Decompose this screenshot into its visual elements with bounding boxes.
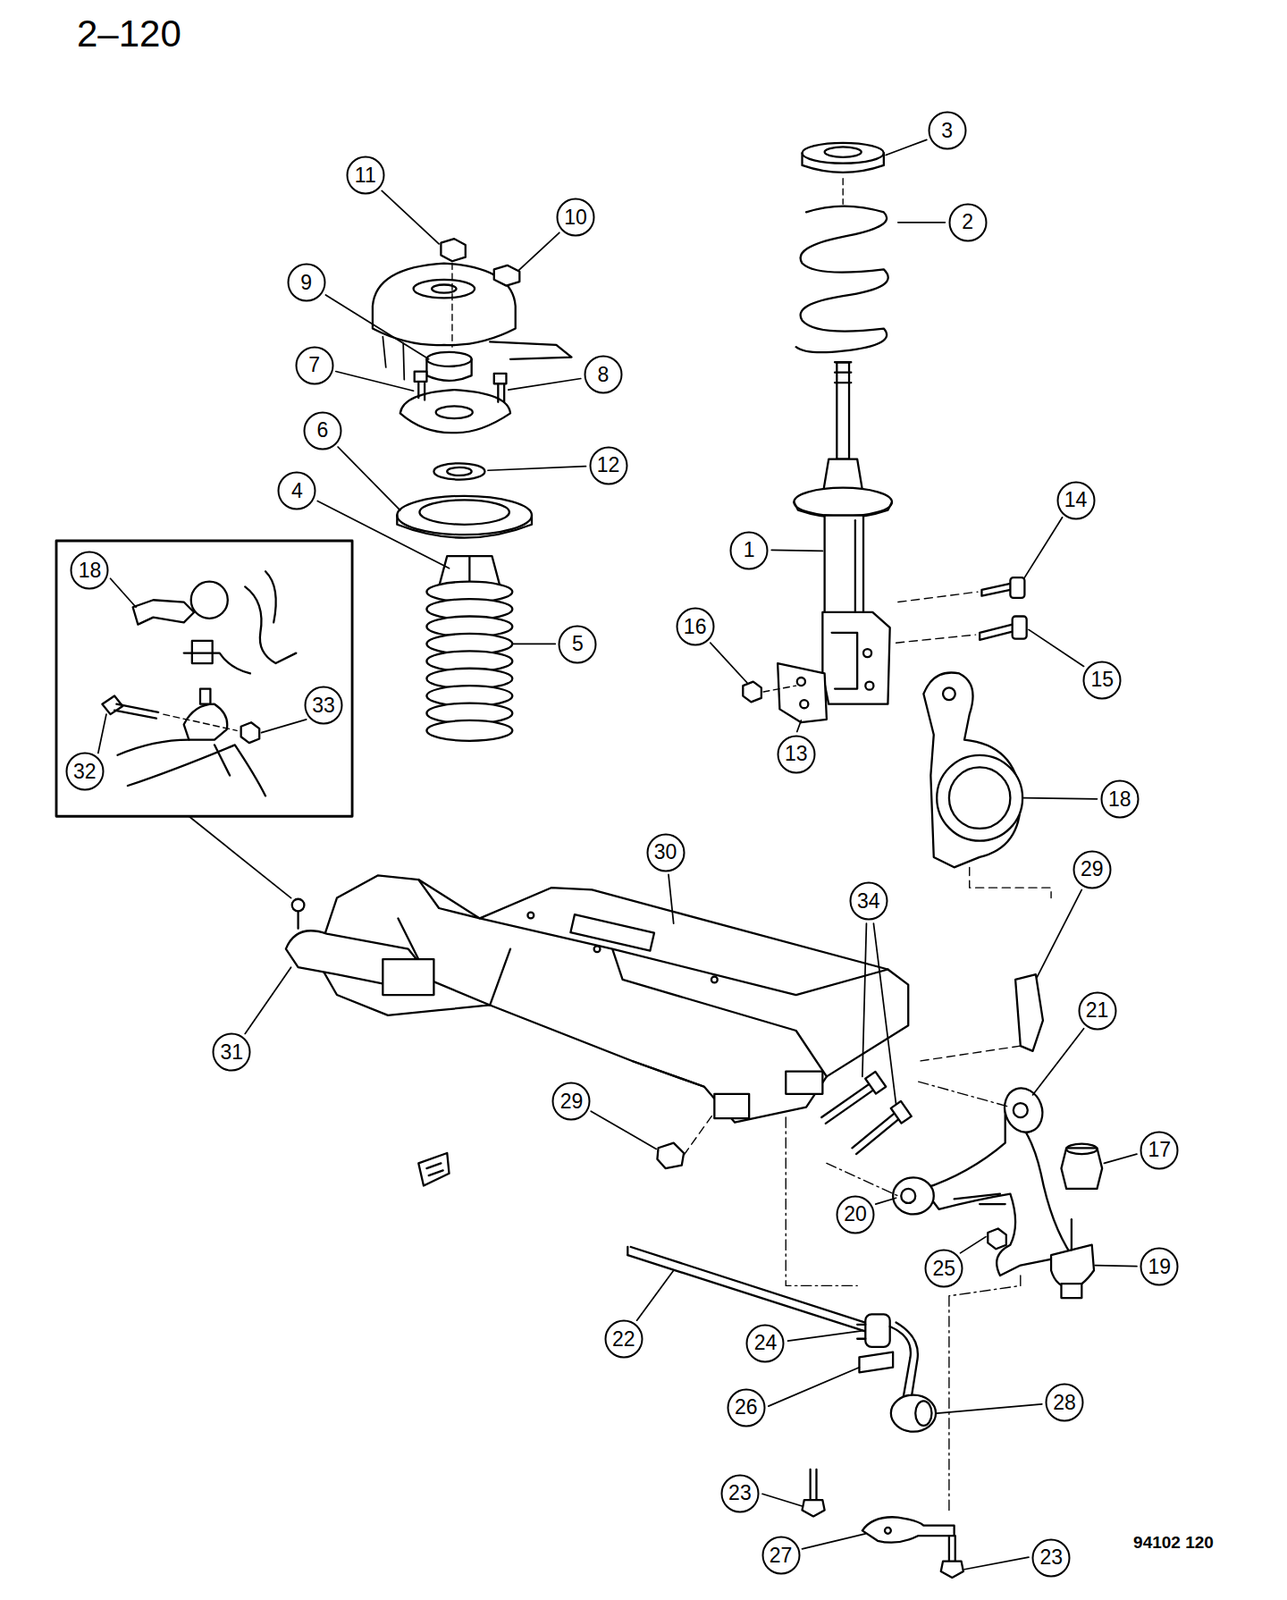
callout-circle: 24 [745, 1323, 785, 1363]
callout-number: 20 [843, 1202, 867, 1227]
callout-number: 18 [1108, 787, 1132, 812]
callout-circle: 27 [761, 1535, 801, 1575]
callout-number: 30 [654, 840, 678, 865]
callout-number: 13 [784, 741, 808, 766]
callout-number: 5 [572, 631, 584, 657]
callout-circle: 14 [1056, 480, 1096, 521]
callout-circle: 22 [604, 1319, 644, 1359]
callout-number: 12 [597, 453, 621, 478]
callout-circle: 9 [286, 262, 327, 303]
callout-circle: 21 [1077, 991, 1118, 1031]
callout-circle: 13 [776, 734, 816, 774]
callout-number: 17 [1147, 1137, 1171, 1162]
callout-number: 2 [961, 210, 974, 235]
callout-number: 31 [219, 1040, 244, 1065]
callout-number: 28 [1052, 1390, 1077, 1415]
callout-circle: 8 [583, 354, 623, 395]
callout-circle: 3 [927, 110, 968, 151]
callout-number: 32 [73, 759, 97, 784]
callout-circle: 15 [1082, 660, 1122, 700]
callout-circle: 7 [294, 345, 335, 386]
callout-number: 29 [560, 1089, 584, 1114]
callout-circle: 19 [1139, 1246, 1179, 1287]
callout-circle: 31 [211, 1032, 252, 1072]
callout-circle: 28 [1044, 1382, 1085, 1422]
callout-number: 16 [683, 614, 707, 640]
callout-circle: 26 [726, 1387, 766, 1428]
callout-circle: 16 [675, 606, 715, 647]
callout-number: 22 [612, 1327, 636, 1352]
callout-circle: 4 [277, 471, 317, 511]
callout-number: 3 [941, 118, 953, 143]
callout-circle: 32 [65, 751, 105, 791]
callout-number: 23 [1039, 1545, 1063, 1570]
figure-code: 94102 120 [1133, 1532, 1214, 1553]
callout-circle: 20 [835, 1194, 875, 1235]
callout-number: 4 [291, 479, 303, 504]
callout-circle: 33 [303, 685, 344, 725]
callout-number: 24 [754, 1330, 778, 1355]
callout-number: 25 [933, 1256, 957, 1281]
callout-circle: 1 [729, 530, 769, 571]
callout-circle: 23 [1031, 1538, 1071, 1578]
callout-number: 29 [1080, 857, 1104, 882]
callout-circle: 5 [557, 624, 598, 665]
callout-number: 15 [1091, 667, 1115, 692]
callout-number: 27 [769, 1543, 793, 1568]
callout-number: 7 [308, 353, 320, 378]
callout-number: 10 [563, 205, 588, 230]
callout-number: 8 [597, 362, 609, 387]
callout-circle: 17 [1139, 1130, 1179, 1170]
callout-circle: 6 [302, 411, 343, 451]
callout-number: 18 [78, 558, 102, 583]
callout-number: 1 [743, 538, 756, 563]
callout-circle: 18 [69, 550, 110, 590]
callout-number: 9 [300, 270, 312, 295]
callout-circle: 10 [555, 197, 596, 237]
callout-number: 14 [1064, 487, 1088, 513]
callout-circle: 29 [551, 1081, 591, 1121]
callout-number: 23 [728, 1480, 752, 1506]
callout-circle: 18 [1100, 779, 1140, 819]
callout-number: 33 [311, 693, 336, 718]
callout-number: 34 [857, 889, 881, 914]
callout-circle: 29 [1072, 849, 1112, 890]
callout-circle: 25 [924, 1248, 964, 1288]
callout-circle: 11 [345, 155, 386, 195]
page-number: 2–120 [76, 12, 182, 56]
callout-number: 26 [734, 1395, 758, 1420]
callout-number: 6 [316, 418, 329, 443]
callout-circle: 2 [948, 202, 988, 243]
callout-circle: 34 [849, 881, 889, 921]
callout-number: 21 [1085, 998, 1110, 1023]
callout-circle: 12 [588, 445, 629, 486]
callout-circle: 23 [720, 1473, 760, 1514]
callout-number: 19 [1147, 1254, 1171, 1279]
callout-number: 11 [354, 163, 377, 188]
callout-circle: 30 [646, 832, 686, 873]
